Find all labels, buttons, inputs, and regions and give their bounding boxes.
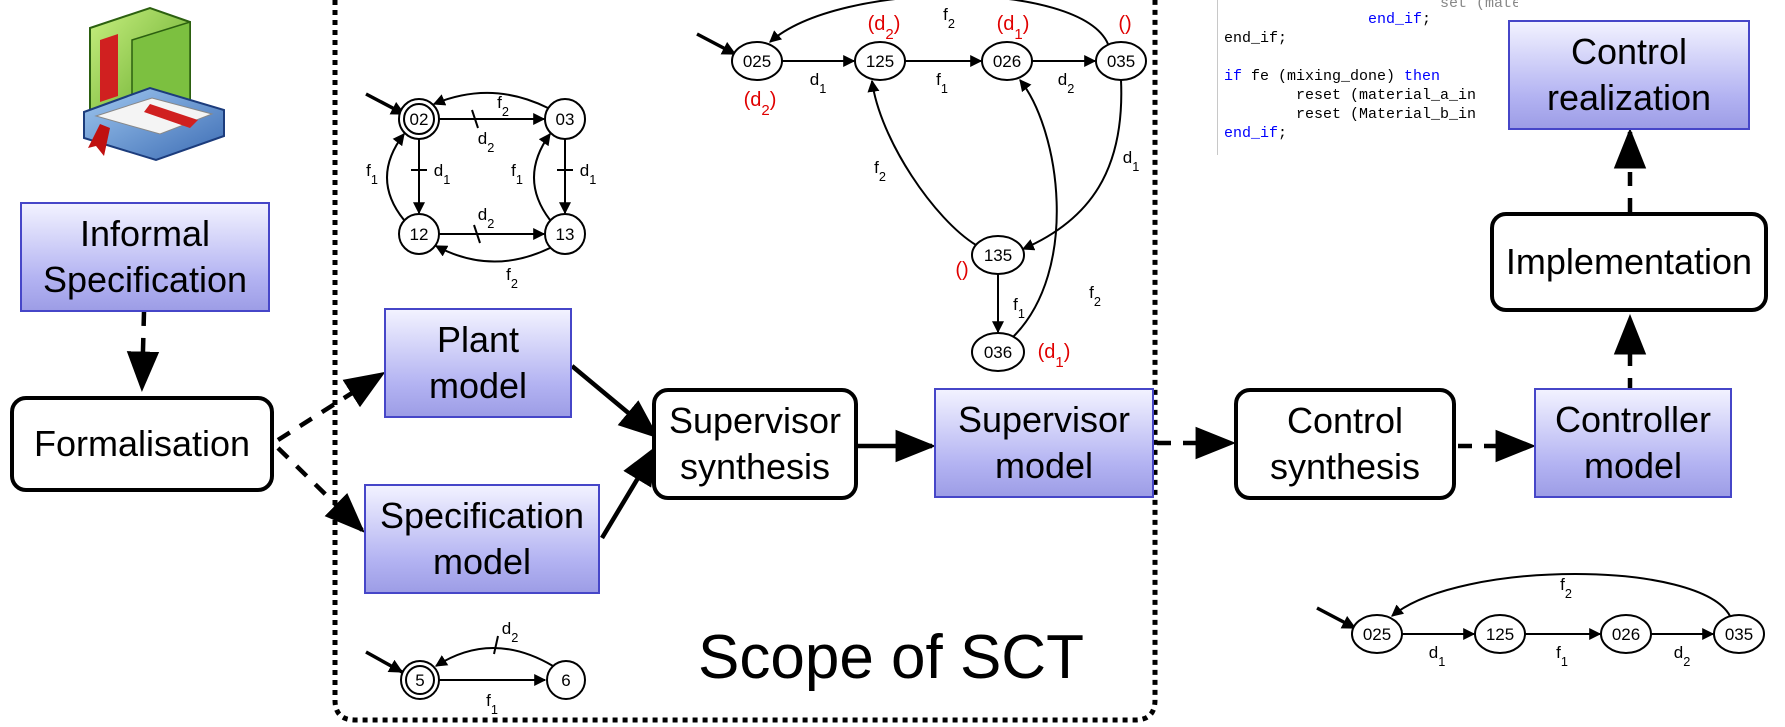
spec-state-5-label: 5	[415, 671, 424, 690]
scope-label: Scope of SCT	[698, 623, 1084, 692]
supervisor-state-035-label: 035	[1107, 52, 1135, 71]
plant-initial-arrow	[365, 92, 406, 116]
code-line-3: if fe (mixing_done) then	[1224, 68, 1441, 85]
supervisor-state-036-label: 036	[984, 343, 1012, 362]
arrow-spec-to-synthesis	[600, 444, 659, 540]
spec-texts: 5 6 d2 f1	[415, 619, 570, 717]
scope-boundary	[332, 0, 1158, 723]
supervisor-label-f2-b: f2	[1089, 283, 1101, 309]
spec-automaton	[365, 635, 586, 700]
plant-automaton	[365, 92, 586, 263]
plant-state-13-label: 13	[556, 225, 575, 244]
formalisation-box: Formalisation	[10, 396, 274, 492]
plant-label-f2-top: f2	[497, 93, 509, 119]
plant-label-d2-bottom: d2	[478, 205, 495, 231]
implementation-box: Implementation	[1490, 212, 1768, 312]
code-line-5: reset (Material_b_in	[1224, 106, 1477, 123]
supervisor-automaton	[696, 0, 1147, 372]
controller-initial-arrow	[1316, 606, 1357, 630]
controller-label-d2: d2	[1674, 643, 1691, 669]
supervisor-red-025: (d2)	[744, 89, 777, 119]
supervisor-red-135: ()	[955, 259, 968, 281]
plant-state-02-label: 02	[410, 110, 429, 129]
supervisor-label-f2-top: f2	[943, 5, 955, 31]
supervisor-label-d1-right: d1	[1123, 148, 1140, 174]
code-line-6: end_if;	[1224, 125, 1288, 142]
supervisor-label-f1-b: f1	[1013, 295, 1025, 321]
supervisor-label-f1-a: f1	[936, 70, 948, 96]
plant-label-d1-right: d1	[580, 161, 597, 187]
plant-model-box: Plant model	[384, 308, 572, 418]
controller-state-025-label: 025	[1363, 625, 1391, 644]
plant-label-d2-top: d2	[478, 129, 495, 155]
supervisor-state-026-label: 026	[993, 52, 1021, 71]
arrow-plant-to-synthesis	[570, 364, 660, 439]
plant-label-d1-left: d1	[434, 161, 451, 187]
control-realization-box: Control realization	[1508, 20, 1750, 130]
supervisor-red-125: (d2)	[868, 13, 901, 43]
controller-label-d1: d1	[1429, 643, 1446, 669]
supervisor-initial-arrow	[696, 32, 737, 56]
supervisor-texts: 025 125 026 035 135 036 d1 f1 d2 f2 f2 d…	[743, 5, 1139, 362]
flow-connectors	[126, 127, 1647, 540]
informal-specification-box: Informal Specification	[20, 202, 270, 312]
supervisor-label-d2-a: d2	[1058, 70, 1075, 96]
plant-state-12-label: 12	[410, 225, 429, 244]
controller-automaton	[1316, 573, 1765, 654]
spec-label-f1: f1	[486, 691, 498, 717]
code-line-2: end_if;	[1368, 11, 1432, 28]
plant-label-f1-left: f1	[366, 161, 378, 187]
supervisor-state-135-label: 135	[984, 246, 1012, 265]
code-line-1: end_if;	[1224, 30, 1288, 47]
arrow-informal-to-formalisation	[126, 311, 160, 393]
supervisor-synthesis-box: Supervisor synthesis	[652, 388, 858, 500]
code-line-truncated: set (material_a_in);	[1440, 0, 1518, 12]
plant-state-03-label: 03	[556, 110, 575, 129]
controller-texts: 025 125 026 035 d1 f1 d2 f2	[1363, 575, 1753, 669]
book-icon	[83, 6, 225, 162]
supervisor-state-025-label: 025	[743, 52, 771, 71]
supervisor-state-125-label: 125	[866, 52, 894, 71]
controller-model-box: Controller model	[1534, 388, 1732, 498]
supervisor-red-026: (d1)	[997, 13, 1030, 43]
control-synthesis-box: Control synthesis	[1234, 388, 1456, 500]
supervisor-red-036: (d1)	[1038, 341, 1071, 371]
plant-label-f1-right: f1	[511, 161, 523, 187]
controller-label-f1: f1	[1556, 643, 1568, 669]
arrow-formalisation-to-plant	[276, 371, 386, 442]
controller-state-035-label: 035	[1725, 625, 1753, 644]
code-snippet: set (material_a_in); end_if; end_if; if …	[1217, 0, 1518, 155]
specification-model-box: Specification model	[364, 484, 600, 594]
supervisor-label-f2-left: f2	[874, 158, 886, 184]
spec-state-6-label: 6	[561, 671, 570, 690]
controller-label-f2: f2	[1560, 575, 1572, 601]
spec-initial-arrow	[365, 650, 404, 674]
supervisor-red-labels: (d2) (d2) (d1) () () (d1)	[744, 13, 1132, 371]
supervisor-model-box: Supervisor model	[934, 388, 1154, 498]
plant-label-f2-bottom: f2	[506, 265, 518, 291]
controller-state-026-label: 026	[1612, 625, 1640, 644]
plant-state-02-inner	[403, 103, 435, 135]
spec-label-d2: d2	[502, 619, 519, 645]
spec-state-6	[546, 660, 586, 700]
supervisor-label-d1-a: d1	[810, 70, 827, 96]
arrow-formalisation-to-spec	[276, 446, 365, 533]
code-line-4: reset (material_a_in	[1224, 87, 1477, 104]
supervisor-red-035: ()	[1118, 13, 1131, 35]
controller-state-125-label: 125	[1486, 625, 1514, 644]
